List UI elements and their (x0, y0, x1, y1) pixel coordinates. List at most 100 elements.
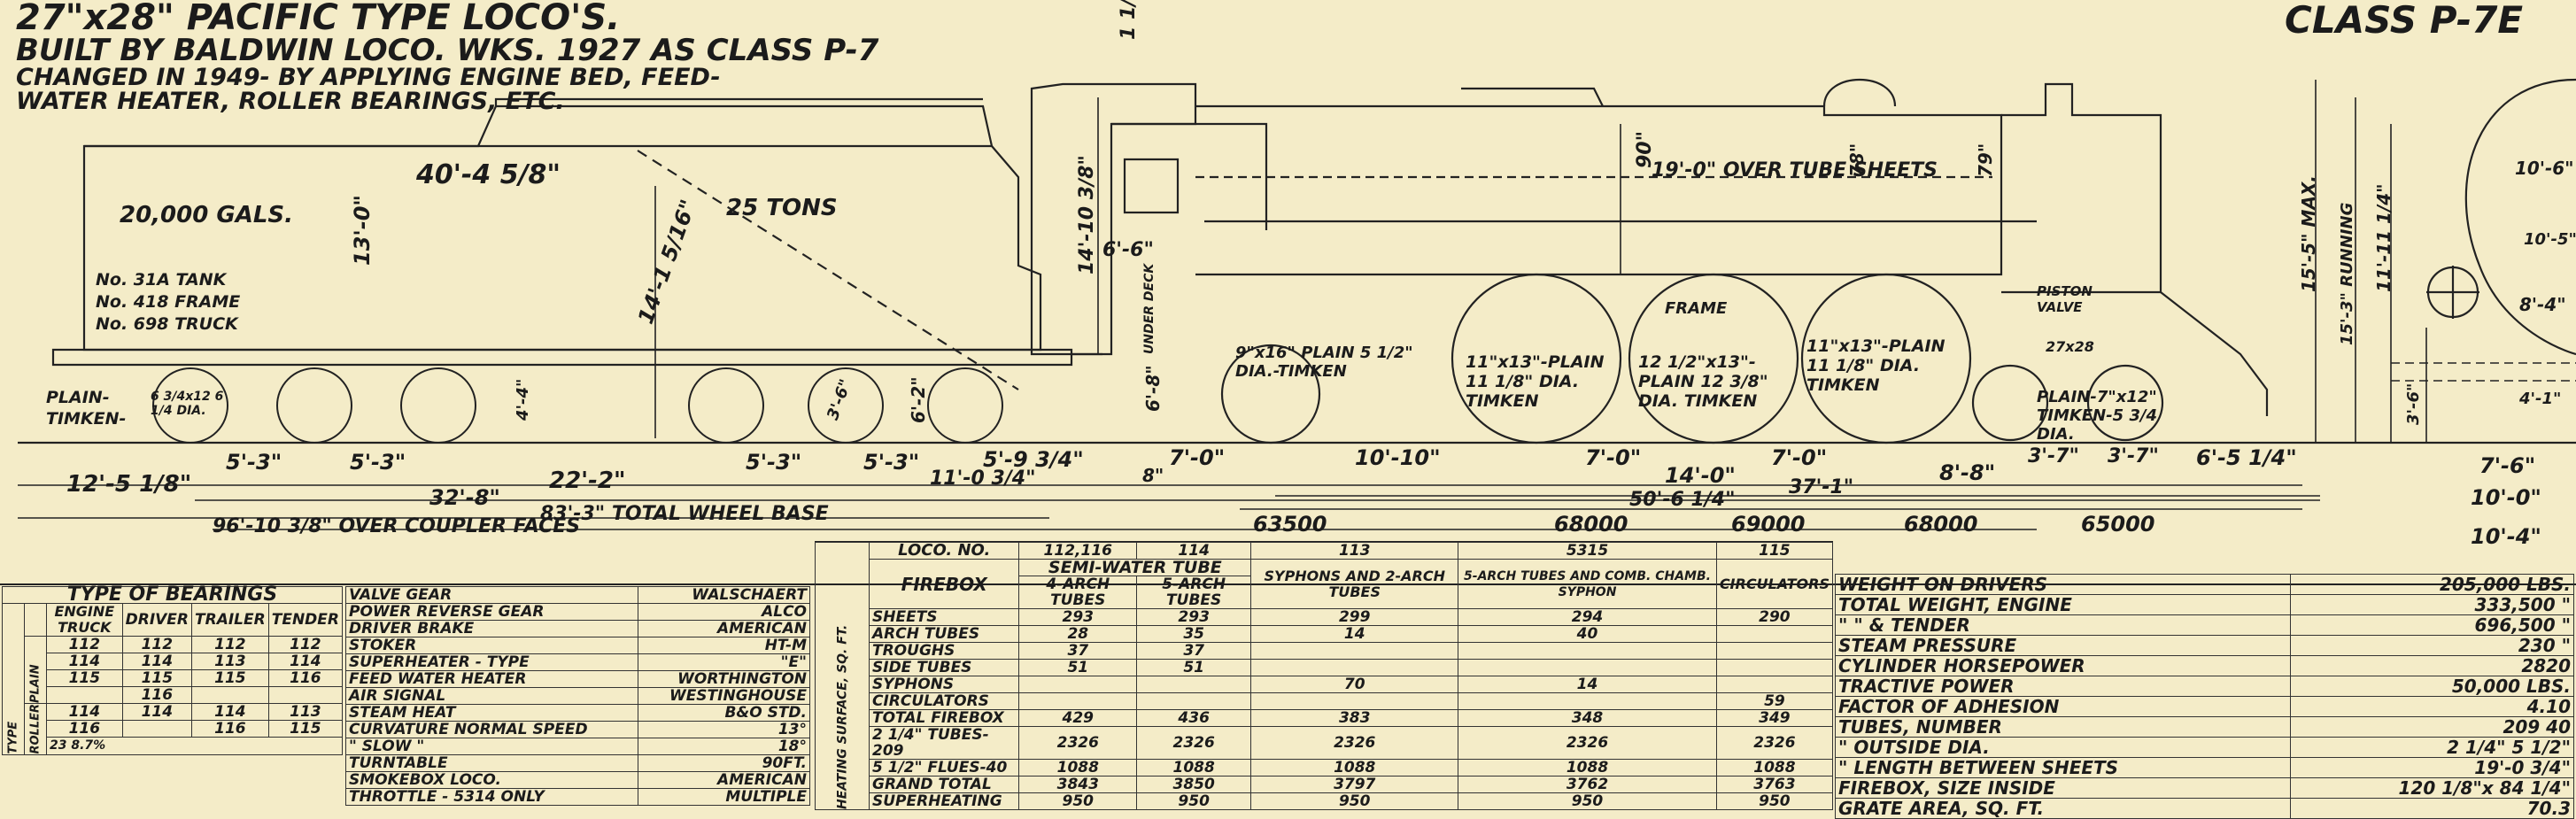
max-height: 15'-5" MAX. (2298, 175, 2319, 292)
heating-cell (1018, 692, 1138, 710)
dim-d3: 5'-3" (746, 450, 802, 475)
smokebox (2001, 82, 2162, 294)
heating-row-label: CIRCULATORS (868, 692, 1020, 710)
equip-value: AMERICAN (638, 620, 810, 637)
heating-cell: 293 (1136, 608, 1252, 626)
dim-d18: 3'-7" (2108, 445, 2159, 467)
spec-value: 4.10 (2289, 696, 2575, 717)
heating-cell: 28 (1018, 625, 1138, 643)
front-view-outline (2464, 78, 2576, 356)
spec-label: " LENGTH BETWEEN SHEETS (1835, 757, 2291, 778)
dim-d34: 8'-4" (2519, 294, 2566, 315)
spec-label: FACTOR OF ADHESION (1835, 696, 2291, 717)
spec-label: FIREBOX, SIZE INSIDE (1835, 777, 2291, 799)
heating-cell: 2326 (1250, 726, 1459, 760)
dim-d16: 8'-8" (1939, 460, 1996, 485)
spec-value: 19'-0 3/4" (2289, 757, 2575, 778)
heating-cell: 1088 (1250, 759, 1459, 777)
equip-value: 90FT. (638, 754, 810, 772)
dim-d30: 10'-4" (2471, 524, 2541, 549)
dim-d15: 7'-0" (1771, 445, 1828, 470)
tender-frame (51, 348, 1073, 367)
heating-row-label: 2 1/4" TUBES-209 (868, 726, 1020, 760)
equip-label: THROTTLE - 5314 ONLY (344, 788, 639, 806)
running-height: 15'-3" RUNNING (2338, 202, 2356, 345)
equip-value: WORTHINGTON (638, 670, 810, 688)
bearings-footer: 23 8.7% (46, 737, 343, 755)
trailer-bearing: 9"x16" PLAIN 5 1/2" DIA.-TIMKEN (1235, 344, 1413, 381)
spec-value: 2820 (2289, 655, 2575, 676)
tender-wheels (152, 367, 1003, 444)
heating-cell (1458, 692, 1717, 710)
heating-cell: 3850 (1136, 776, 1252, 793)
cab-window (1123, 158, 1180, 214)
bearing-cell: 115 (46, 669, 123, 687)
heating-cell (1715, 676, 1834, 693)
spec-label: TUBES, NUMBER (1835, 716, 2291, 738)
heating-cell: 14 (1458, 676, 1717, 693)
heating-cell: 3762 (1458, 776, 1717, 793)
loco-number: 112,116 (1018, 542, 1138, 560)
heating-cell (1715, 642, 1834, 660)
dim-d22: 50'-6 1/4" (1629, 489, 1736, 511)
heating-cell: 2326 (1136, 726, 1252, 760)
heating-cell: 1088 (1458, 759, 1717, 777)
dim-d13: 10'-10" (1355, 445, 1441, 470)
equip-value: HT-M (638, 637, 810, 654)
tender-plain: PLAIN- (46, 388, 110, 407)
tender-timken: TIMKEN- (46, 409, 127, 429)
dim-d25: 4'-4" (514, 378, 532, 421)
tender-tank: No. 31A TANK (96, 270, 227, 290)
pilot-bearing: PLAIN-7"x12" TIMKEN-5 3/4 DIA. (2037, 388, 2158, 444)
dim-d1: 5'-3" (226, 450, 282, 475)
heating-cell (1136, 676, 1252, 693)
bearing-cell (267, 686, 344, 704)
spec-label: TRACTIVE POWER (1835, 676, 2291, 697)
bearing-cell: 116 (191, 720, 269, 738)
steam-dome (1822, 79, 1897, 107)
type-comb-chamb: 5-ARCH TUBES AND COMB. CHAMB. SYPHON (1458, 559, 1717, 609)
plain-side: PLAIN (24, 636, 47, 704)
driver-wheel-1 (1450, 273, 1622, 444)
type-5-arch: 5-ARCH TUBES (1136, 576, 1252, 609)
type-circulators: CIRCULATORS (1715, 559, 1834, 609)
dim-d20: 14'-0" (1665, 463, 1736, 488)
equip-value: B&O STD. (638, 704, 810, 722)
equip-label: VALVE GEAR (344, 586, 639, 604)
load-2: 68000 (1554, 512, 1628, 537)
roller-side: ROLLER (24, 703, 47, 755)
heating-cell: 436 (1136, 709, 1252, 727)
heating-row-label: SYPHONS (868, 676, 1020, 693)
title-line-4: WATER HEATER, ROLLER BEARINGS, ETC. (16, 88, 565, 115)
heating-cell: 3797 (1250, 776, 1459, 793)
heating-row-label: SUPERHEATING (868, 792, 1020, 810)
dim-d19: 6'-5 1/4" (2196, 445, 2297, 470)
bearings-header-1: DRIVER (121, 603, 193, 637)
type-side: TYPE (2, 603, 25, 755)
driver-wheel-3 (1800, 273, 1972, 444)
heating-cell: 3843 (1018, 776, 1138, 793)
driver-1-bearing: 11"x13"-PLAIN 11 1/8" DIA. TIMKEN (1466, 352, 1605, 411)
spec-value: 70.3 (2289, 798, 2575, 819)
spec-label: CYLINDER HORSEPOWER (1835, 655, 2291, 676)
spec-value: 230 " (2289, 635, 2575, 656)
tender-wheel-1 (152, 367, 228, 444)
equip-value: WALSCHAERT (638, 586, 810, 604)
bearing-cell (191, 686, 269, 704)
heating-cell (1250, 659, 1459, 676)
heating-cell: 349 (1715, 709, 1834, 727)
tender-wheel-3 (400, 367, 476, 444)
heating-cell: 2326 (1458, 726, 1717, 760)
heating-surface-table: HEATING SURFACE, SQ. FT. LOCO. NO. 112,1… (815, 542, 1834, 810)
heating-cell: 37 (1136, 642, 1252, 660)
equip-value: WESTINGHOUSE (638, 687, 810, 705)
bearing-cell: 114 (267, 653, 344, 670)
dim-d4: 5'-3" (863, 450, 920, 475)
bearing-cell: 114 (46, 653, 123, 670)
heating-cell: 293 (1018, 608, 1138, 626)
pilot-wheel-2 (2086, 364, 2164, 442)
dim-d2: 5'-3" (350, 450, 406, 475)
